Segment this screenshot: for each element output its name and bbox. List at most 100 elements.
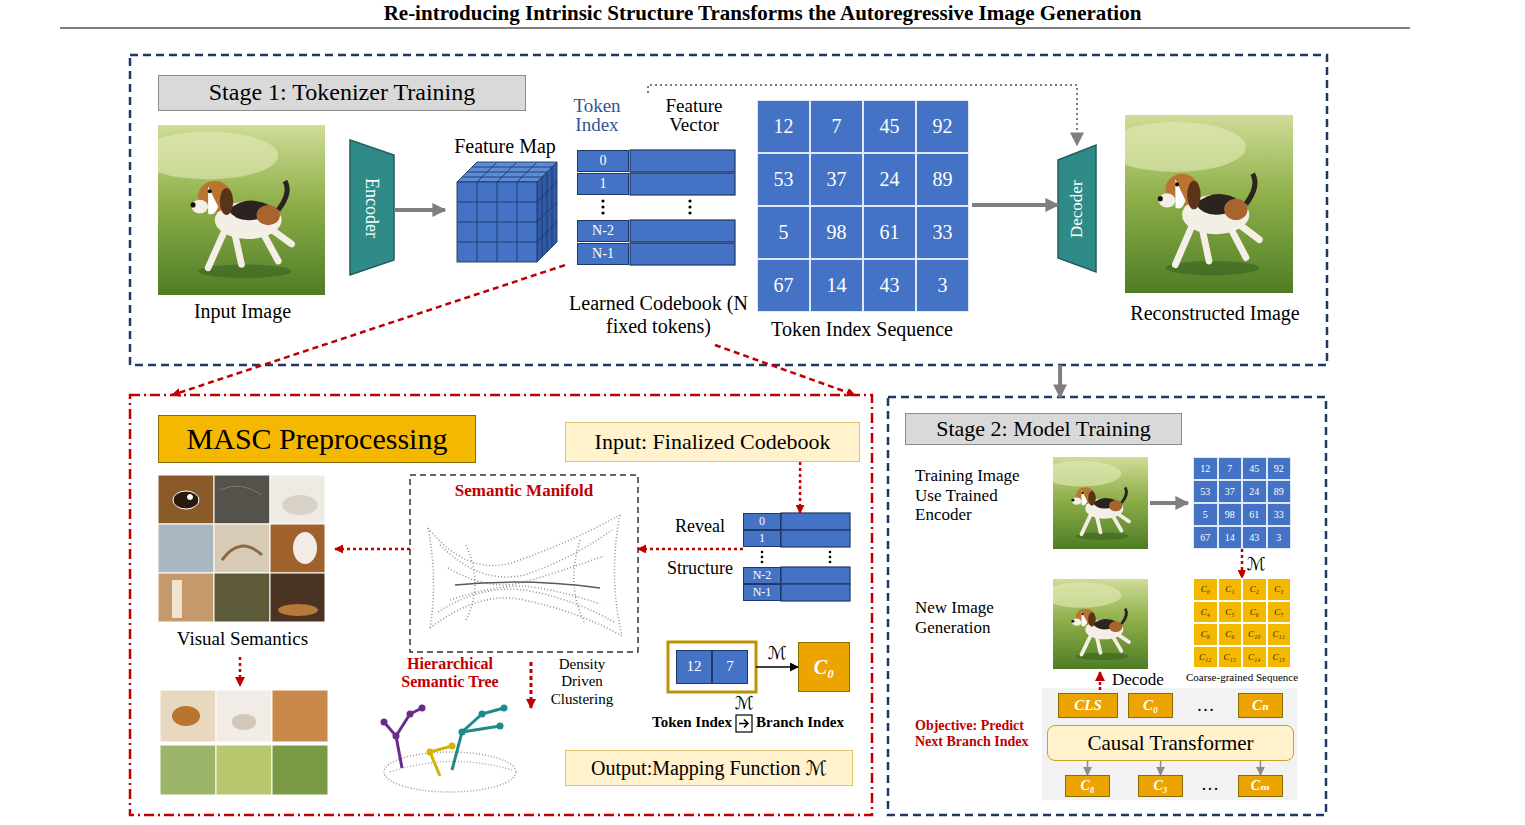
token-box: CLS — [1058, 693, 1118, 718]
grid-cell: 61 — [863, 206, 916, 259]
side-note: Training Image Use Trained Encoder — [915, 466, 1040, 525]
index-cell: N-1 — [743, 584, 781, 601]
codebook-vector — [630, 243, 735, 265]
dog-photo — [1042, 457, 1148, 549]
connector — [756, 666, 798, 668]
grid-cell: C₁₀ — [1242, 623, 1267, 646]
ellipsis-dots — [601, 199, 831, 563]
manifold-ridge — [455, 582, 600, 588]
semantic-tree — [381, 705, 517, 793]
grid-cell: C₁₁ — [1267, 623, 1292, 646]
semantic-patch — [216, 745, 272, 795]
ellipsis-dots — [829, 561, 832, 564]
semantic-patch — [160, 690, 216, 742]
arrow-note: Density Driven Clustering — [543, 656, 621, 708]
tree-node: Hierarchical Semantic Tree — [375, 655, 525, 800]
ellipsis-dots — [761, 561, 764, 564]
column-header: Feature Vector — [652, 96, 736, 134]
semantic-tree — [452, 708, 504, 770]
grid-cell: 14 — [810, 259, 863, 312]
semantic-patch — [222, 546, 262, 560]
semantic-tree — [381, 719, 388, 726]
transformer-box: Causal Transformer — [1047, 725, 1294, 761]
codebook-caption: Learned Codebook (N fixed tokens) — [565, 292, 752, 338]
semantic-manifold — [574, 540, 584, 622]
codebook-vector — [781, 530, 850, 547]
token-box: C₈ — [1065, 775, 1110, 797]
index-cell: N-1 — [577, 243, 629, 265]
edge-label: ℳ — [1245, 553, 1266, 574]
token-box: C₃ — [1138, 775, 1183, 797]
index-cell: 0 — [743, 513, 781, 530]
semantic-patch — [214, 573, 270, 622]
token-label: C₃ — [1138, 775, 1183, 797]
token-grid: 12745925337248959861336714433Token Index… — [752, 100, 972, 345]
box-label: Input: Finalized Codebook — [565, 422, 860, 462]
legend-note: Token Index — [628, 714, 732, 731]
semantic-tree — [384, 708, 422, 768]
semantic-manifold — [428, 515, 620, 566]
branch-box: C₀ — [798, 642, 850, 692]
grid-cell: 33 — [1267, 503, 1292, 526]
semantic-patch — [172, 706, 200, 726]
panel-heading: Stage 2: Model Training — [905, 413, 1182, 445]
grid-cell: 61 — [1242, 503, 1267, 526]
ellipsis-dots — [688, 211, 691, 214]
transformer-area — [1042, 688, 1297, 800]
grid-cell: C₅ — [1218, 601, 1243, 624]
connector — [1087, 761, 1089, 775]
manifold-box: Semantic Manifold — [410, 475, 638, 652]
stage-panel-border — [130, 55, 1327, 365]
index-cell: N-2 — [743, 567, 781, 584]
semantic-patch — [216, 690, 272, 742]
arrow-note: Decode — [1112, 670, 1174, 690]
feature-cube — [462, 162, 552, 182]
header-rule — [60, 27, 1410, 28]
ellipsis-dots — [688, 199, 691, 202]
semantic-patch — [158, 475, 214, 524]
grid-cell: 43 — [863, 259, 916, 312]
feature-cube — [457, 162, 557, 262]
codebook-vector — [781, 584, 850, 601]
token-box: Cₙ — [1238, 693, 1283, 718]
semantic-patch — [282, 495, 318, 515]
semantic-patch — [158, 524, 214, 573]
ellipsis-dots — [761, 551, 764, 554]
semantic-tree — [390, 761, 512, 772]
semantic-tree — [449, 743, 456, 750]
codebook-table: 01N-2N-1 — [743, 513, 850, 603]
feature-cube — [457, 182, 537, 262]
grid-cell: 92 — [1267, 457, 1292, 480]
semantic-manifold — [466, 545, 475, 620]
ellipsis: … — [1185, 773, 1235, 795]
grid-cell: 12 — [757, 100, 810, 153]
objective-note: Objective: Predict Next Branch Index — [915, 718, 1030, 750]
semantic-patch — [173, 491, 199, 509]
manifold-frame — [410, 475, 638, 652]
math-symbol: ℳ — [727, 693, 761, 714]
grid-cell: 67 — [757, 259, 810, 312]
semantic-patch — [278, 604, 318, 616]
block-label: Decoder — [1058, 145, 1096, 273]
token-box: Cₘ — [1238, 775, 1283, 797]
index-cell: 1 — [743, 530, 781, 547]
image-caption: Reconstructed Image — [1110, 302, 1320, 325]
input-box: Input: Finalized Codebook — [565, 422, 860, 462]
grid-cell: 5 — [757, 206, 810, 259]
dog-photo — [138, 115, 1293, 669]
grid-cell: C₁₂ — [1193, 646, 1218, 669]
flow-arrow — [530, 662, 533, 708]
ellipsis-dots — [601, 211, 604, 214]
grid-cell: C₀ — [1193, 578, 1218, 601]
index-cell: 1 — [577, 173, 629, 195]
dog-photo — [1105, 115, 1293, 293]
grid-cell: 24 — [1242, 480, 1267, 503]
grid-cell: 7 — [1218, 457, 1243, 480]
arrow-symbol — [739, 720, 748, 728]
semantic-patch — [272, 745, 328, 795]
semantic-patch — [272, 690, 328, 742]
grid-cell: C₁₅ — [1267, 646, 1292, 669]
branch-grid: C₀C₁C₂C₃C₄C₅C₆C₇C₈C₉C₁₀C₁₁C₁₂C₁₃C₁₄C₁₅Co… — [1178, 578, 1306, 686]
semantic-patch — [160, 690, 328, 795]
token-box: C₀ — [1128, 693, 1173, 718]
